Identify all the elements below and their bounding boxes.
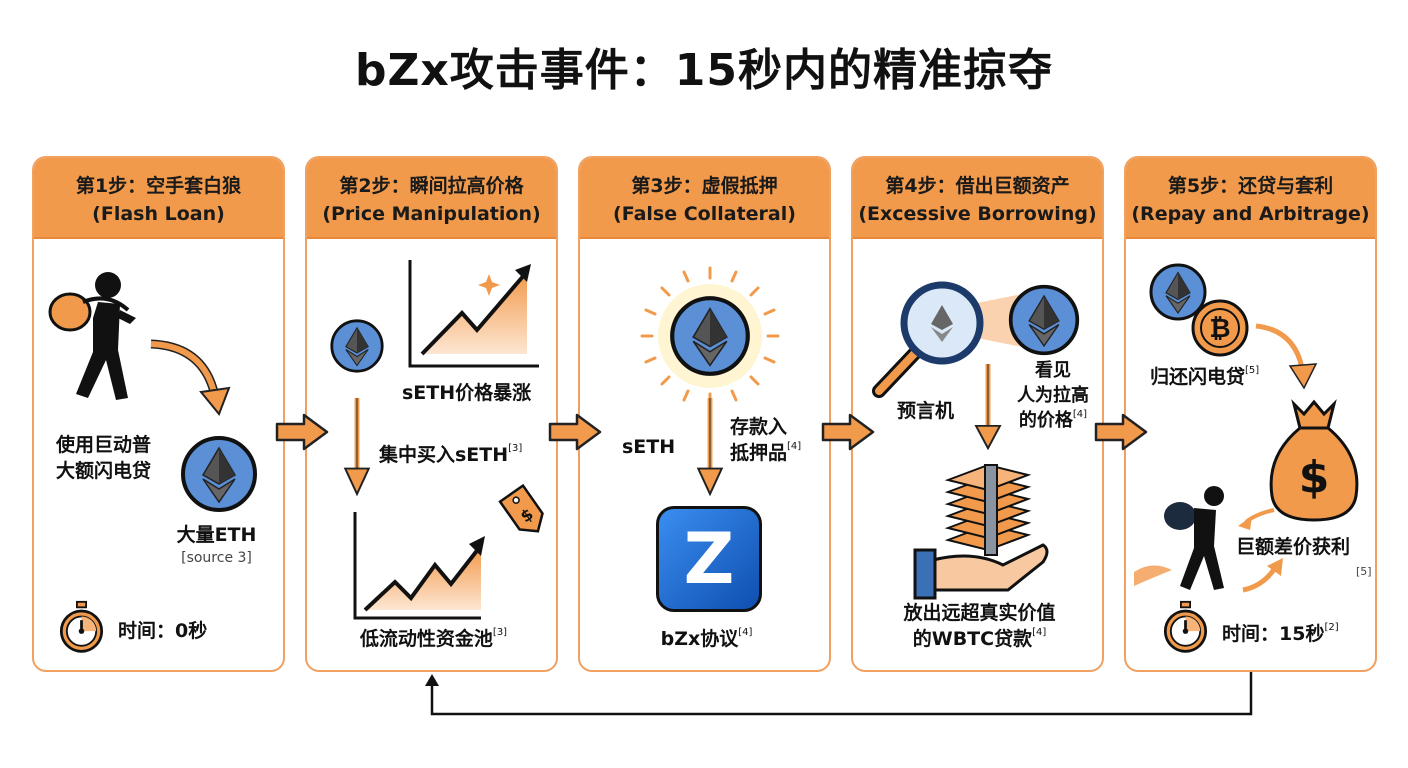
loan-text: 使用巨动普 大额闪电贷 [56, 432, 151, 484]
svg-text:₿: ₿ [1209, 314, 1230, 344]
bzx-logo-icon: Z [656, 506, 762, 612]
step-4-panel: 第4步：借出巨额资产 (Excessive Borrowing) 预言机 看见 … [851, 156, 1104, 672]
rising-chart-icon [408, 260, 539, 368]
step-2-panel: 第2步：瞬间拉高价格 (Price Manipulation) sETH价格暴涨… [305, 156, 558, 672]
step-subtitle: (Repay and Arbitrage) [1131, 203, 1370, 225]
step-header: 第5步：还贷与套利 (Repay and Arbitrage) [1126, 158, 1375, 239]
curved-arrow-icon [1255, 323, 1318, 390]
flow-arrow-icon [547, 412, 603, 452]
deposit-text: 存款入 [730, 416, 788, 438]
buy-label: 集中买入sETH[3] [379, 442, 522, 468]
small-arrow-icon [1242, 558, 1283, 593]
protocol-text: bZx协议 [660, 628, 739, 650]
step-title: 第1步：空手套白狼 [75, 175, 242, 197]
pool-text: 低流动性资金池 [359, 628, 493, 650]
stopwatch-icon [1158, 600, 1213, 655]
eth-label: 大量ETH [176, 524, 257, 546]
oracle-scene [872, 281, 1087, 398]
bitcoin-coin-icon: ₿ [1191, 299, 1249, 357]
citation: [5] [1356, 565, 1372, 578]
eth-coin-icon [329, 318, 385, 374]
step-title: 第3步：虚假抵押 [631, 175, 778, 197]
loan-text-line: 大额闪电贷 [56, 460, 152, 482]
step-header: 第1步：空手套白狼 (Flash Loan) [34, 158, 283, 239]
step-header: 第3步：虚假抵押 (False Collateral) [580, 158, 829, 239]
eth-coin-icon [1011, 287, 1078, 354]
small-arrow-icon [1238, 508, 1275, 530]
glowing-eth-coin-icon [640, 266, 780, 406]
step-header: 第4步：借出巨额资产 (Excessive Borrowing) [853, 158, 1102, 239]
deposit-text: 抵押品 [730, 442, 788, 464]
time-label: 时间：0秒 [118, 620, 208, 642]
flow-arrow-icon [820, 412, 876, 452]
step-title: 第2步：瞬间拉高价格 [339, 175, 524, 197]
citation: [5] [1245, 365, 1260, 376]
citation: [4] [787, 441, 802, 452]
time-text: 时间：15秒 [1222, 623, 1325, 645]
token-label: sETH [622, 436, 676, 458]
oracle-label: 预言机 [897, 400, 955, 422]
step-subtitle: (False Collateral) [613, 203, 796, 225]
eth-coin-icon [179, 434, 259, 514]
step-title: 第4步：借出巨额资产 [885, 175, 1070, 197]
pool-label: 低流动性资金池[3] [307, 626, 556, 652]
money-bag-icon: $ [1269, 399, 1359, 522]
page-title: bZx攻击事件：15秒内的精准掠夺 [354, 45, 1053, 96]
down-arrow-icon [695, 398, 725, 496]
loan-text-line: 使用巨动普 [56, 434, 152, 456]
hand-icon [913, 543, 1049, 600]
repay-label: 归还闪电贷[5] [1150, 364, 1259, 390]
time-label: 时间：15秒[2] [1222, 621, 1339, 647]
flow-arrow-icon [1093, 412, 1149, 452]
citation: [4] [1032, 627, 1047, 638]
citation: [4] [738, 627, 753, 638]
step-title: 第5步：还贷与套利 [1167, 175, 1334, 197]
magnifier-icon [900, 281, 984, 365]
loan-label: 放出远超真实价值 的WBTC贷款[4] [853, 600, 1102, 652]
rising-chart-icon: $ [353, 483, 544, 620]
protocol-label: bZx协议[4] [580, 626, 829, 652]
sees-text: 看见 [1035, 360, 1071, 381]
loop-back-arrow [425, 672, 1253, 716]
loan-text: 放出远超真实价值 [903, 602, 1056, 624]
money-stack-icon [944, 463, 1032, 556]
buy-text: 集中买入sETH [379, 444, 509, 466]
flow-arrow-icon [274, 412, 330, 452]
citation: [2] [1324, 622, 1339, 633]
down-arrow-icon [973, 364, 1003, 450]
step-1-panel: 第1步：空手套白狼 (Flash Loan) 使用巨动普 大额闪电贷 大量ETH… [32, 156, 285, 672]
sees-label: 看见 人为拉高 的价格[4] [1003, 358, 1102, 433]
profit-label: 巨额差价获利 [1236, 536, 1351, 558]
runner-icon [1134, 486, 1224, 590]
stopwatch-icon [54, 600, 109, 655]
repay-text: 归还闪电贷 [1150, 366, 1246, 388]
step-5-panel: 第5步：还贷与套利 (Repay and Arbitrage) ₿ 归还闪电贷[… [1124, 156, 1377, 672]
deposit-label: 存款入 抵押品[4] [730, 414, 801, 466]
money-on-hand-icon [913, 463, 1049, 600]
citation: [3] [492, 627, 508, 638]
sees-text: 的价格 [1018, 410, 1073, 431]
source-ref: [source 3] [181, 550, 252, 566]
step-header: 第2步：瞬间拉高价格 (Price Manipulation) [307, 158, 556, 239]
curved-arrow-icon [150, 339, 231, 416]
sees-text: 人为拉高 [1017, 385, 1089, 406]
step-subtitle: (Price Manipulation) [322, 203, 541, 225]
step-subtitle: (Flash Loan) [92, 203, 225, 225]
price-up-label: sETH价格暴涨 [402, 382, 532, 404]
step-3-panel: 第3步：虚假抵押 (False Collateral) sETH 存款入 抵押品… [578, 156, 831, 672]
citation: [3] [508, 443, 523, 454]
thief-icon [48, 272, 136, 400]
svg-text:$: $ [1299, 452, 1330, 503]
step-subtitle: (Excessive Borrowing) [858, 203, 1097, 225]
citation: [4] [1072, 409, 1088, 420]
loan-text: 的WBTC贷款 [912, 628, 1033, 650]
